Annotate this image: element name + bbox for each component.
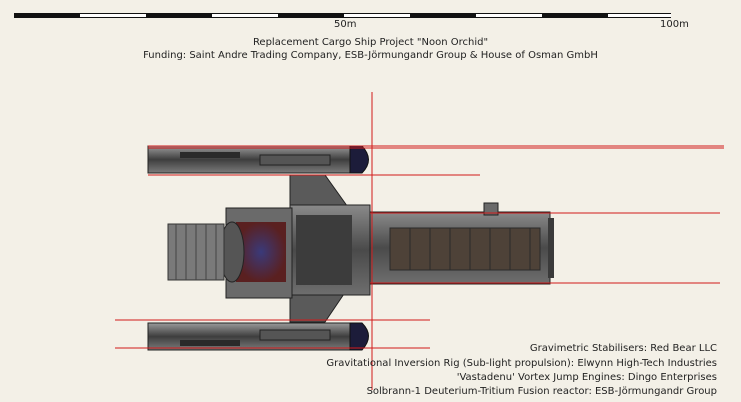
upper-stabiliser-pod [147,145,369,174]
credit-fusion-reactor: Solbrann-1 Deuterium-Tritium Fusion reac… [366,386,717,397]
diagram-subtitle: Funding: Saint Andre Trading Company, ES… [143,50,598,61]
scale-label-100m: 100m [660,19,689,30]
credit-jump-engines: 'Vastadenu' Vortex Jump Engines: Dingo E… [456,372,717,383]
diagram-title: Replacement Cargo Ship Project "Noon Orc… [252,37,489,48]
credit-stabilisers: Gravimetric Stabilisers: Red Bear LLC [529,343,717,354]
credit-inversion-rig: Gravitational Inversion Rig (Sub-light p… [326,358,717,369]
lower-stabiliser-pod [147,322,369,351]
guide-lines [115,92,724,390]
scale-bar [14,13,671,18]
engine-section [167,207,293,299]
scale-label-50m: 50m [334,19,357,30]
main-hull [289,202,554,296]
